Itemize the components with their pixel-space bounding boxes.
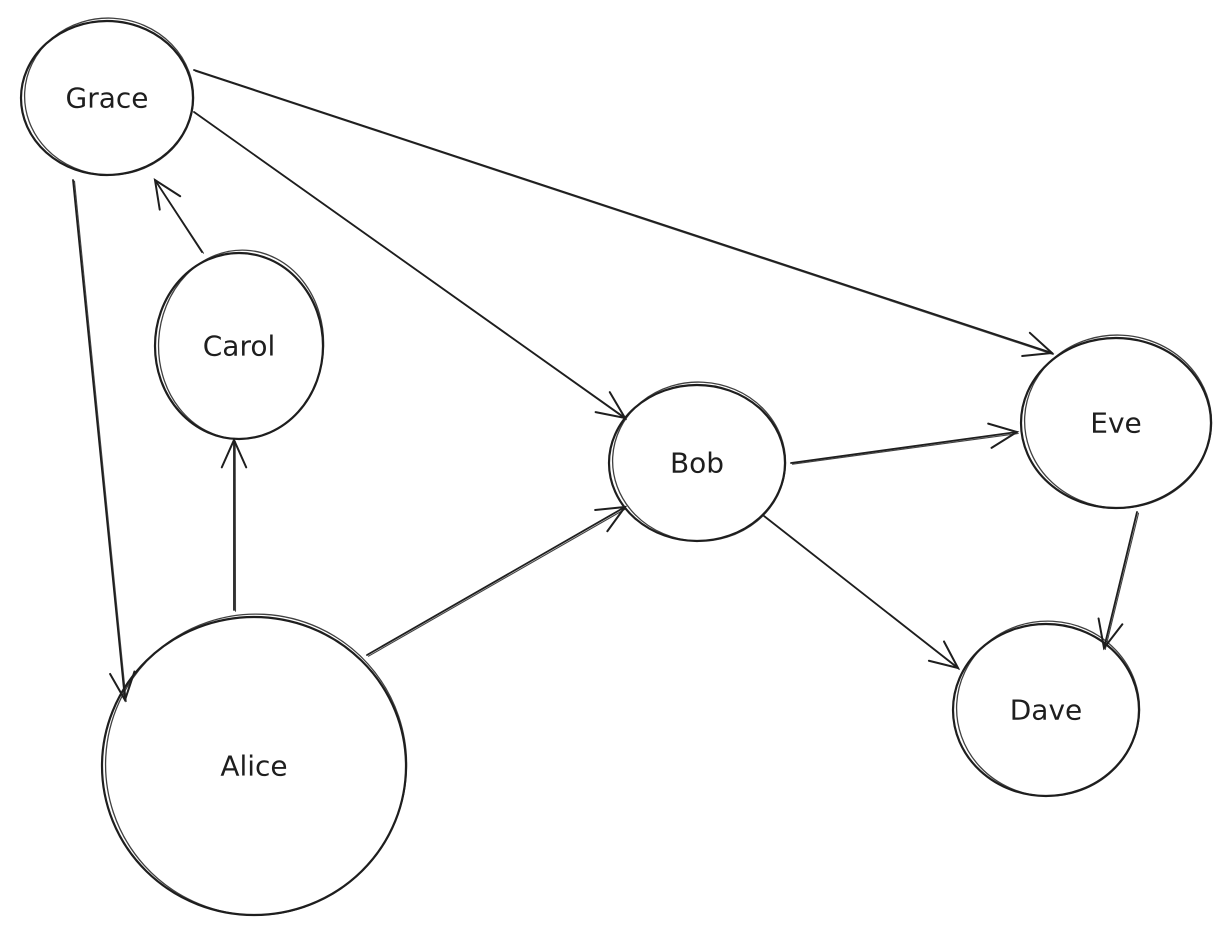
node-eve[interactable]: Eve bbox=[1019, 330, 1216, 513]
edge-line-sketch bbox=[194, 70, 1054, 356]
node-circle-sketch bbox=[23, 17, 195, 176]
node-label: Carol bbox=[203, 330, 276, 363]
node-circle-sketch bbox=[955, 620, 1141, 797]
node-label: Dave bbox=[1010, 694, 1083, 727]
node-label: Alice bbox=[220, 750, 287, 783]
arrow-head-icon bbox=[987, 422, 1020, 449]
edge-grace-eve bbox=[193, 69, 1055, 358]
edge-line bbox=[193, 69, 1053, 354]
edge-carol-grace bbox=[153, 177, 205, 254]
node-label: Eve bbox=[1090, 407, 1142, 440]
node-dave[interactable]: Dave bbox=[951, 616, 1144, 800]
arrow-head-icon bbox=[220, 437, 248, 469]
edge-line-sketch bbox=[367, 507, 627, 657]
arrow-head-icon bbox=[1021, 331, 1055, 358]
arrow-head-icon bbox=[594, 505, 628, 533]
node-circle-sketch bbox=[611, 381, 787, 542]
edge-eve-dave bbox=[1097, 511, 1140, 651]
edge-line bbox=[790, 431, 1018, 464]
node-carol[interactable]: Carol bbox=[153, 246, 329, 443]
edge-line bbox=[1103, 511, 1138, 649]
node-label: Bob bbox=[670, 447, 724, 480]
node-alice[interactable]: Alice bbox=[98, 606, 414, 922]
node-circle-sketch bbox=[157, 249, 325, 440]
edge-line-sketch bbox=[194, 112, 627, 421]
edge-line-sketch bbox=[73, 180, 127, 703]
edge-bob-eve bbox=[790, 422, 1020, 465]
edge-alice-carol bbox=[220, 437, 248, 612]
node-label: Grace bbox=[66, 82, 149, 115]
edge-line-sketch bbox=[791, 432, 1019, 465]
edge-line-sketch bbox=[764, 516, 960, 671]
edge-bob-dave bbox=[763, 515, 960, 671]
arrow-head-icon bbox=[927, 640, 960, 670]
edge-grace-alice bbox=[72, 179, 136, 703]
edges-layer bbox=[72, 69, 1140, 703]
arrow-head-icon bbox=[1097, 617, 1124, 651]
node-bob[interactable]: Bob bbox=[607, 378, 790, 546]
node-circle-sketch bbox=[104, 613, 408, 916]
node-grace[interactable]: Grace bbox=[19, 14, 198, 180]
edge-grace-bob bbox=[193, 111, 627, 421]
edge-line-sketch bbox=[1104, 512, 1140, 651]
edge-line bbox=[72, 179, 126, 701]
edge-alice-bob bbox=[366, 505, 628, 657]
edge-line-sketch bbox=[155, 180, 205, 254]
node-circle-sketch bbox=[1023, 334, 1213, 509]
edge-line bbox=[366, 506, 626, 656]
arrow-head-icon bbox=[153, 177, 182, 211]
